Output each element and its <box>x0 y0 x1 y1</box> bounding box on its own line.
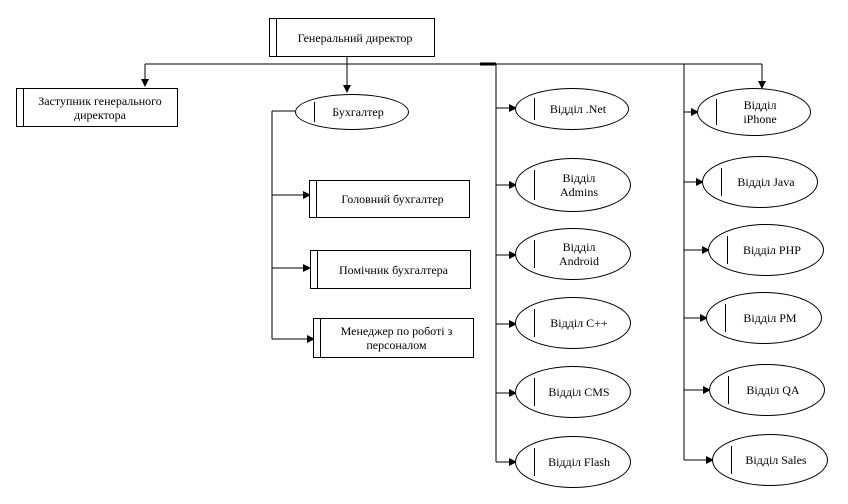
department-cms-oval: Відділ CMS <box>515 366 631 418</box>
hr-manager-box: Менеджер по роботі з персоналом <box>313 318 474 358</box>
department-pm-oval: Відділ PM <box>706 292 822 344</box>
department-cms-label: Відділ CMS <box>548 385 610 399</box>
department-admins-label: Відділ Admins <box>559 171 598 199</box>
department-qa-oval: Відділ QA <box>709 364 825 416</box>
director-box: Генеральний директор <box>269 18 435 57</box>
department-cpp-label: Відділ С++ <box>550 316 608 330</box>
department-java-oval: Відділ Java <box>702 156 818 208</box>
department-net-label: Відділ .Net <box>549 102 607 116</box>
department-php-label: Відділ PHP <box>743 243 801 257</box>
department-qa-label: Відділ QA <box>746 383 800 397</box>
department-android-oval: Відділ Android <box>515 228 631 280</box>
department-admins-oval: Відділ Admins <box>515 158 631 212</box>
deputy-label: Заступник генерального директора <box>38 93 162 122</box>
department-iphone-oval: Відділ iPhone <box>697 88 811 136</box>
hr-manager-label: Менеджер по роботі з персоналом <box>340 324 453 352</box>
accountant-label: Бухгалтер <box>332 105 384 119</box>
department-sales-label: Відділ Sales <box>745 453 807 467</box>
assistant-accountant-box: Помічник бухгалтера <box>310 250 471 289</box>
chief-accountant-box: Головний бухгалтер <box>309 180 470 218</box>
department-pm-label: Відділ PM <box>743 311 797 325</box>
department-net-oval: Відділ .Net <box>515 88 629 130</box>
department-flash-label: Відділ Flash <box>548 455 610 469</box>
department-cpp-oval: Відділ С++ <box>515 297 631 349</box>
department-java-label: Відділ Java <box>737 175 795 189</box>
department-iphone-label: Відділ iPhone <box>743 98 777 126</box>
department-flash-oval: Відділ Flash <box>515 436 631 488</box>
director-label: Генеральний директор <box>297 30 413 45</box>
department-sales-oval: Відділ Sales <box>712 434 828 486</box>
accountant-oval: Бухгалтер <box>295 94 409 130</box>
assistant-accountant-label: Помічник бухгалтера <box>339 262 448 277</box>
chief-accountant-label: Головний бухгалтер <box>341 192 444 206</box>
department-android-label: Відділ Android <box>559 240 599 268</box>
deputy-box: Заступник генерального директора <box>16 88 178 127</box>
department-php-oval: Відділ PHP <box>708 224 824 276</box>
